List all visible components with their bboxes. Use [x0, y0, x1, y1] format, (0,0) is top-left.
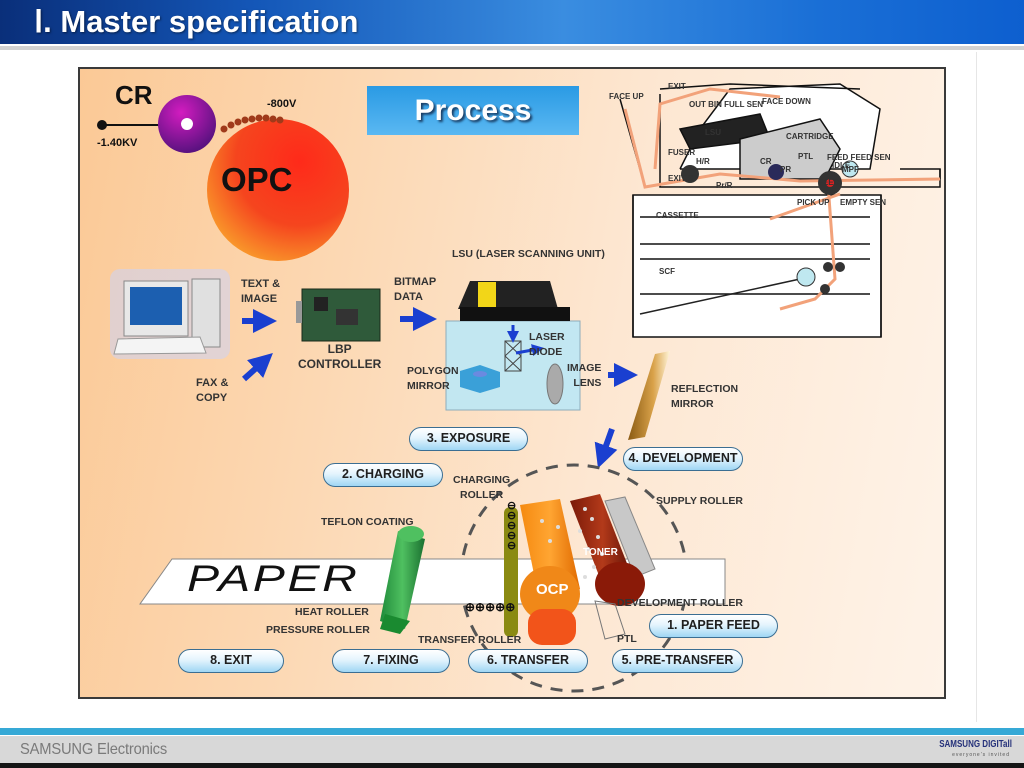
cr-voltage: -1.40KV	[97, 137, 138, 149]
printer-labels: FACE UP EXIT OUT BIN FULL SEN FACE DOWN …	[609, 82, 891, 276]
reflection-mirror-label: REFLECTION MIRROR	[671, 383, 739, 410]
header-divider	[0, 46, 1024, 50]
right-margin-rule	[976, 52, 977, 722]
svg-text:PTL: PTL	[798, 152, 813, 161]
opc-drum	[207, 119, 349, 261]
svg-text:EXIT S: EXIT S	[668, 174, 694, 183]
polygon-mirror-label: POLYGON MIRROR	[407, 365, 459, 392]
svg-text:PR: PR	[780, 165, 791, 174]
samsung-digitall-logo: SAMSUNG DIGITall	[939, 739, 1012, 750]
ocp-label: OCP	[536, 581, 569, 598]
computer-illustration	[110, 269, 230, 359]
svg-text:SCF: SCF	[659, 267, 675, 276]
bitmap-data-label: BITMAP DATA	[394, 276, 437, 303]
svg-text:FUSER: FUSER	[668, 148, 695, 157]
step-transfer[interactable]: 6. TRANSFER	[468, 649, 588, 673]
lbp-controller-board	[296, 288, 381, 342]
svg-text:Pr/R: Pr/R	[716, 181, 733, 190]
footer-bottom-edge	[0, 763, 1024, 768]
paper-label: PAPER	[187, 558, 360, 599]
fixing-rollers	[380, 526, 425, 634]
opc-voltage: -800V	[267, 98, 297, 110]
svg-text:EXIT: EXIT	[668, 82, 686, 91]
svg-text:EMPTY SEN: EMPTY SEN	[840, 198, 886, 207]
footer-accent-line	[0, 728, 1024, 735]
svg-text:LSU: LSU	[705, 128, 721, 137]
footer-bar: SAMSUNG Electronics SAMSUNG DIGITall eve…	[0, 736, 1024, 763]
step-paper-feed[interactable]: 1. PAPER FEED	[649, 614, 778, 638]
image-lens-label: IMAGE LENS	[567, 362, 602, 389]
charging-inset	[97, 95, 349, 261]
process-diagram-panel: FACE UP EXIT OUT BIN FULL SEN FACE DOWN …	[78, 67, 946, 699]
fax-copy-label: FAX & COPY	[196, 377, 229, 404]
svg-text:FACE DOWN: FACE DOWN	[762, 97, 811, 106]
cr-label: CR	[115, 80, 153, 110]
laser-diode-label: LASER DIODE	[529, 331, 565, 358]
svg-text:FEED FEED SEN: FEED FEED SEN	[827, 153, 891, 162]
footer-brand: SAMSUNG Electronics	[20, 741, 168, 758]
positive-charges: ⊕⊕⊕⊕⊕	[465, 600, 516, 614]
svg-text:OUT BIN FULL SEN: OUT BIN FULL SEN	[689, 100, 763, 109]
lbp-controller-label: LBP CONTROLLER	[298, 342, 382, 371]
slide-header: Ⅰ. Master specification	[0, 0, 1024, 44]
step-charging[interactable]: 2. CHARGING	[323, 463, 443, 487]
ptl-label: PTL	[617, 633, 637, 645]
reflection-mirror	[628, 351, 670, 440]
charging-roller	[504, 507, 518, 637]
svg-text:MPF: MPF	[842, 165, 859, 174]
lsu-unit	[445, 281, 581, 411]
step-exit[interactable]: 8. EXIT	[178, 649, 284, 673]
text-image-label: TEXT & IMAGE	[241, 278, 281, 305]
process-heading: Process	[367, 86, 579, 135]
step-development[interactable]: 4. DEVELOPMENT	[623, 447, 743, 471]
charging-roller-label: CHARGING ROLLER	[453, 474, 511, 501]
svg-text:FACE UP: FACE UP	[609, 92, 644, 101]
printer-rollers	[681, 160, 859, 294]
svg-text:CARTRIDGE: CARTRIDGE	[786, 132, 834, 141]
pressure-roller-label: PRESSURE ROLLER	[266, 624, 370, 636]
svg-text:FEED: FEED	[818, 178, 840, 187]
step-fixing[interactable]: 7. FIXING	[332, 649, 450, 673]
svg-text:CASSETTE: CASSETTE	[656, 211, 699, 220]
logo-tagline: everyone's invited	[952, 752, 1010, 758]
step-exposure[interactable]: 3. EXPOSURE	[409, 427, 528, 451]
transfer-roller-label: TRANSFER ROLLER	[418, 634, 522, 646]
lsu-label: LSU (LASER SCANNING UNIT)	[452, 248, 605, 260]
diagram-graphics: FACE UP EXIT OUT BIN FULL SEN FACE DOWN …	[97, 82, 941, 693]
supply-roller-label: SUPPLY ROLLER	[656, 495, 743, 507]
teflon-coating-label: TEFLON COATING	[321, 516, 414, 528]
svg-text:IDLE: IDLE	[832, 161, 851, 170]
slide-title: Ⅰ. Master specification	[34, 4, 359, 39]
svg-text:CR: CR	[760, 157, 772, 166]
flow-arrows	[241, 307, 638, 469]
opc-label: OPC	[221, 161, 293, 198]
heat-roller-label: HEAT ROLLER	[295, 606, 369, 618]
toner-label: TONER	[583, 547, 618, 558]
terminal-dot	[97, 120, 107, 130]
drum-assembly	[504, 494, 656, 645]
svg-text:PICK UP: PICK UP	[797, 198, 830, 207]
step-pre-transfer[interactable]: 5. PRE-TRANSFER	[612, 649, 743, 673]
svg-text:H/R: H/R	[696, 157, 710, 166]
negative-charges: ⊖⊖⊖⊖⊖	[507, 500, 517, 552]
development-roller-label: DEVELOPMENT ROLLER	[617, 597, 744, 609]
